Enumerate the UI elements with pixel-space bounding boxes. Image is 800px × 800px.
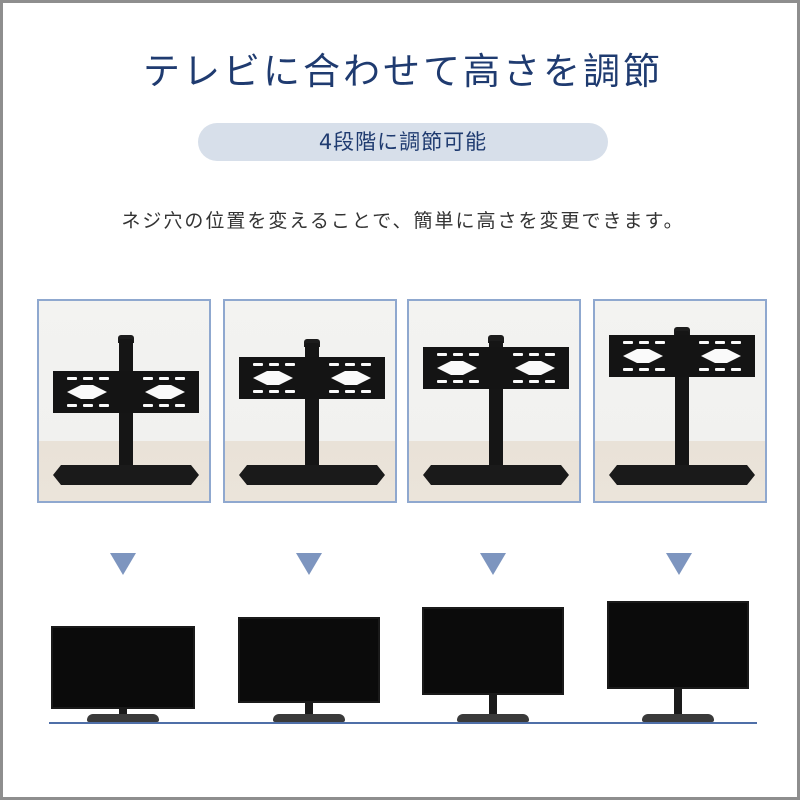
triangle-down-icon xyxy=(296,553,322,575)
vesa-mount-plate xyxy=(239,357,385,399)
tv-monitor-icon xyxy=(607,601,749,689)
tv-foot xyxy=(457,714,529,722)
floor-line xyxy=(49,722,757,724)
adjustable-levels-badge: 4段階に調節可能 xyxy=(198,123,608,161)
tv-neck xyxy=(674,689,682,715)
tv-monitor-icon xyxy=(51,626,195,709)
stand-photo-4 xyxy=(593,299,767,503)
stand-photo-2 xyxy=(223,299,397,503)
tv-foot xyxy=(87,714,159,722)
tv-foot xyxy=(642,714,714,722)
stand-base xyxy=(609,465,755,485)
stand-photo-3 xyxy=(407,299,581,503)
tv-monitor-icon xyxy=(422,607,564,695)
stand-base xyxy=(423,465,569,485)
stand-base xyxy=(239,465,385,485)
stand-base xyxy=(53,465,199,485)
tv-monitor-icon xyxy=(238,617,380,703)
vesa-mount-plate xyxy=(609,335,755,377)
page-title: テレビに合わせて高さを調節 xyxy=(143,50,663,93)
vesa-mount-plate xyxy=(53,371,199,413)
vesa-mount-plate xyxy=(423,347,569,389)
tv-neck xyxy=(119,709,127,717)
tv-neck xyxy=(489,695,497,715)
tv-foot xyxy=(273,714,345,722)
triangle-down-icon xyxy=(666,553,692,575)
triangle-down-icon xyxy=(480,553,506,575)
tv-neck xyxy=(305,703,313,715)
description-text: ネジ穴の位置を変えることで、簡単に高さを変更できます。 xyxy=(121,210,685,232)
pole-cap xyxy=(488,335,504,343)
stand-photo-1 xyxy=(37,299,211,503)
triangle-down-icon xyxy=(110,553,136,575)
